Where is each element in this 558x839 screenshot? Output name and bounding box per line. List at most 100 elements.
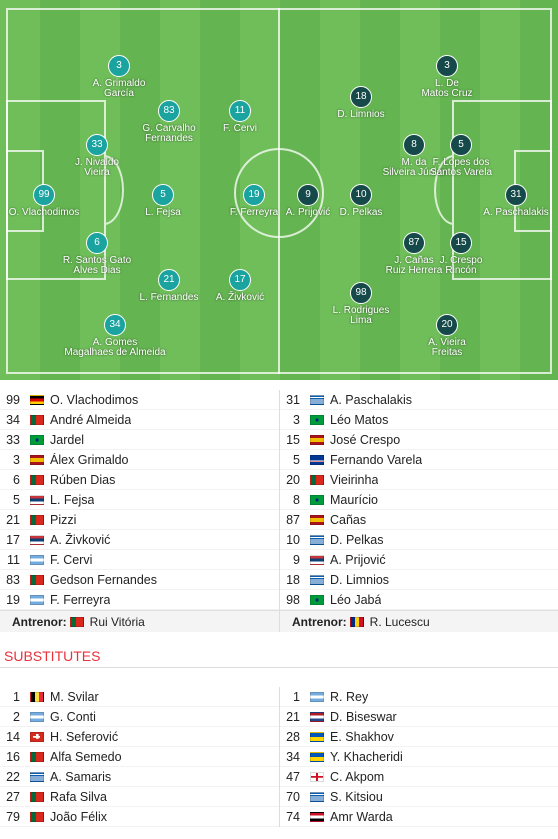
player-name[interactable]: S. Kitsiou: [330, 789, 383, 804]
player-name[interactable]: Rúben Dias: [50, 472, 116, 487]
player-name[interactable]: Fernando Varela: [330, 452, 423, 467]
player-name[interactable]: Jardel: [50, 432, 85, 447]
player-name[interactable]: M. Svilar: [50, 689, 99, 704]
coach-name[interactable]: Rui Vitória: [89, 614, 145, 629]
player-name[interactable]: D. Limnios: [330, 572, 390, 587]
flag-icon: [30, 731, 44, 742]
player-name[interactable]: H. Seferović: [50, 729, 119, 744]
player-name[interactable]: Pizzi: [50, 512, 77, 527]
player-name[interactable]: A. Živković: [50, 532, 111, 547]
flag-icon: [30, 494, 44, 505]
player-name[interactable]: Amr Warda: [330, 809, 393, 824]
player-name[interactable]: F. Ferreyra: [50, 592, 111, 607]
flag-icon: [310, 771, 324, 782]
player-name[interactable]: C. Akpom: [330, 769, 385, 784]
player-name[interactable]: Vieirinha: [330, 472, 379, 487]
player-name[interactable]: Léo Jabá: [330, 592, 382, 607]
player-name[interactable]: O. Vlachodimos: [50, 392, 139, 407]
player-name[interactable]: Maurício: [330, 492, 378, 507]
coach-name[interactable]: R. Lucescu: [369, 614, 430, 629]
player-name[interactable]: José Crespo: [330, 432, 401, 447]
player-name[interactable]: Alfa Semedo: [50, 749, 122, 764]
player-name[interactable]: F. Cervi: [50, 552, 93, 567]
player-name[interactable]: Léo Matos: [330, 412, 389, 427]
player-name[interactable]: Álex Grimaldo: [50, 452, 129, 467]
player-name[interactable]: G. Conti: [50, 709, 96, 724]
player-name[interactable]: L. Fejsa: [50, 492, 95, 507]
player-name[interactable]: A. Prijović: [330, 552, 386, 567]
player-name[interactable]: André Almeida: [50, 412, 132, 427]
player-name[interactable]: Cañas: [330, 512, 367, 527]
player-name[interactable]: E. Shakhov: [330, 729, 394, 744]
player-name[interactable]: Rafa Silva: [50, 789, 107, 804]
player-name[interactable]: Y. Khacheridi: [330, 749, 403, 764]
player-name[interactable]: Gedson Fernandes: [50, 572, 158, 587]
player-name[interactable]: A. Paschalakis: [330, 392, 412, 407]
player-name[interactable]: João Félix: [50, 809, 107, 824]
player-name[interactable]: A. Samaris: [50, 769, 112, 784]
player-name[interactable]: R. Rey: [330, 689, 369, 704]
player-name[interactable]: D. Pelkas: [330, 532, 384, 547]
player-name[interactable]: D. Biseswar: [330, 709, 397, 724]
